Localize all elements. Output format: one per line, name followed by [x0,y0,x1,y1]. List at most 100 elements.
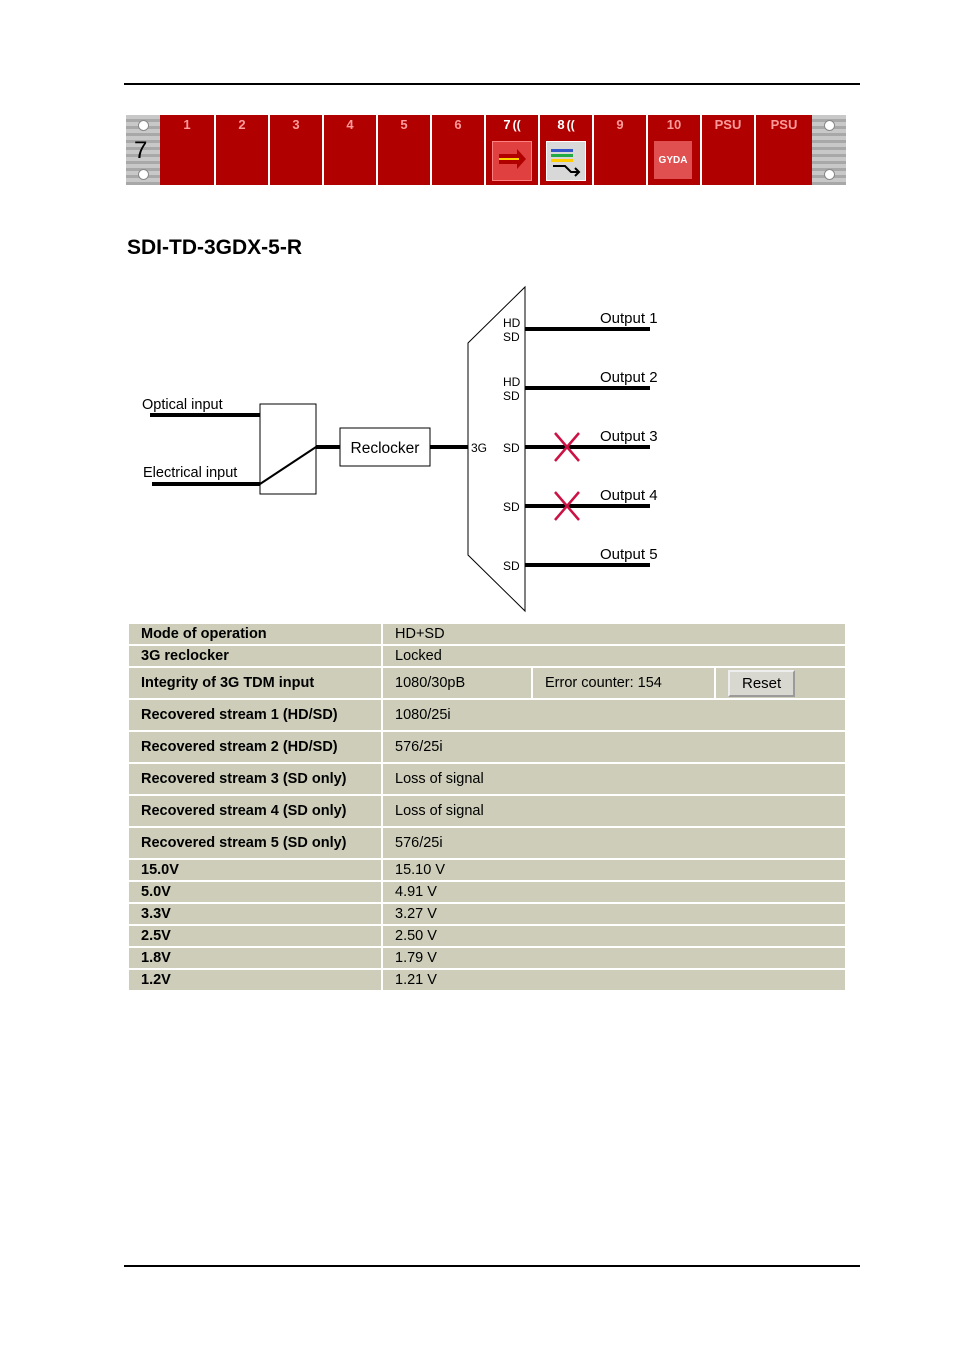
mount-hole [138,120,149,131]
output-5-format-sd: SD [503,559,520,573]
slot-3[interactable]: 3 [270,115,324,185]
stream-1-label: Recovered stream 1 (HD/SD) [129,700,381,730]
slot-psu-2[interactable]: PSU [756,115,812,185]
device-title: SDI-TD-3GDX-5-R [127,236,303,259]
switch-arm [259,446,317,485]
table-row: Recovered stream 2 (HD/SD) 576/25i [129,732,845,762]
output-1-format-hd: HD [503,316,521,330]
slot-label: PSU [770,117,798,132]
table-row: 3G reclocker Locked [129,646,845,666]
mode-label: Mode of operation [129,624,381,644]
slot-4[interactable]: 4 [324,115,378,185]
stream-3-value: Loss of signal [383,764,845,794]
mount-hole [824,169,835,180]
integrity-label: Integrity of 3G TDM input [129,668,381,698]
signal-flow-diagram: Optical input Electrical input Reclocker… [142,285,658,613]
voltage-15-value: 15.10 V [383,860,845,880]
table-row: Recovered stream 4 (SD only) Loss of sig… [129,796,845,826]
output-4-disabled-x-icon [554,491,580,521]
slot-label: 3 [292,117,300,132]
slot-label: 10 [666,117,682,132]
mux-input-label: 3G [471,441,487,455]
slot-label: 2 [238,117,246,132]
table-row: Mode of operation HD+SD [129,624,845,644]
table-row: 1.8V 1.79 V [129,948,845,968]
table-row: Integrity of 3G TDM input 1080/30pB Erro… [129,668,845,698]
output-3-disabled-x-icon [554,432,580,462]
table-row: 3.3V 3.27 V [129,904,845,924]
stream-3-label: Recovered stream 3 (SD only) [129,764,381,794]
output-2-label: Output 2 [600,369,658,386]
status-table: Mode of operation HD+SD 3G reclocker Loc… [127,622,847,992]
output-1-label: Output 1 [600,310,658,327]
integrity-value: 1080/30pB [383,668,531,698]
mount-hole [824,120,835,131]
slot-label: PSU [714,117,742,132]
slot-8[interactable]: 8(( [540,115,594,185]
slot-label: 9 [616,117,624,132]
output-3-label: Output 3 [600,428,658,445]
footer-rule [124,1265,860,1267]
rack-frame: 7 1 2 3 4 5 6 7(( 8(( 9 10 GYDA PSU PSU [126,115,846,185]
table-row: Recovered stream 5 (SD only) 576/25i [129,828,845,858]
output-2-format-sd: SD [503,389,520,403]
arrow-card-icon [492,141,532,181]
output-4-format-sd: SD [503,500,520,514]
table-row: 15.0V 15.10 V [129,860,845,880]
slot-2[interactable]: 2 [216,115,270,185]
voltage-3v3-value: 3.27 V [383,904,845,924]
error-counter: Error counter: 154 [533,668,714,698]
voltage-1v2-label: 1.2V [129,970,381,990]
slot-9[interactable]: 9 [594,115,648,185]
demux-card-icon [546,141,586,181]
alarm-wave-icon: (( [566,118,575,132]
gyda-logo: GYDA [654,141,692,179]
slot-10[interactable]: 10 GYDA [648,115,702,185]
reclocker-status-value: Locked [383,646,845,666]
demux-block [467,285,526,613]
slot-label: 1 [183,117,191,132]
table-row: Recovered stream 1 (HD/SD) 1080/25i [129,700,845,730]
slot-label: 5 [400,117,408,132]
output-3-format-sd: SD [503,441,520,455]
stream-5-value: 576/25i [383,828,845,858]
reset-button[interactable]: Reset [728,669,796,697]
slot-psu-1[interactable]: PSU [702,115,756,185]
table-row: 1.2V 1.21 V [129,970,845,990]
reclocker-label: Reclocker [351,440,420,457]
output-1-format-sd: SD [503,330,520,344]
reclocker-block [339,427,431,467]
mount-hole [138,169,149,180]
voltage-1v8-label: 1.8V [129,948,381,968]
table-row: 2.5V 2.50 V [129,926,845,946]
slot-5[interactable]: 5 [378,115,432,185]
electrical-input-label: Electrical input [143,465,237,481]
stream-5-label: Recovered stream 5 (SD only) [129,828,381,858]
table-row: Recovered stream 3 (SD only) Loss of sig… [129,764,845,794]
voltage-3v3-label: 3.3V [129,904,381,924]
stream-4-value: Loss of signal [383,796,845,826]
stream-2-label: Recovered stream 2 (HD/SD) [129,732,381,762]
slot-label: 8(( [557,117,575,132]
output-4-label: Output 4 [600,487,658,504]
slot-label: 7(( [503,117,521,132]
header-rule [124,83,860,85]
slot-7[interactable]: 7(( [486,115,540,185]
voltage-1v8-value: 1.79 V [383,948,845,968]
rack-ear-left: 7 [126,115,160,185]
stream-2-value: 576/25i [383,732,845,762]
output-2-format-hd: HD [503,375,521,389]
stream-4-label: Recovered stream 4 (SD only) [129,796,381,826]
voltage-15-label: 15.0V [129,860,381,880]
voltage-2v5-label: 2.5V [129,926,381,946]
stream-1-value: 1080/25i [383,700,845,730]
slot-1[interactable]: 1 [160,115,216,185]
voltage-2v5-value: 2.50 V [383,926,845,946]
mode-value: HD+SD [383,624,845,644]
voltage-1v2-value: 1.21 V [383,970,845,990]
output-5-label: Output 5 [600,546,658,563]
slot-label: 4 [346,117,354,132]
slot-6[interactable]: 6 [432,115,486,185]
rack-number: 7 [134,137,148,164]
slot-label: 6 [454,117,462,132]
